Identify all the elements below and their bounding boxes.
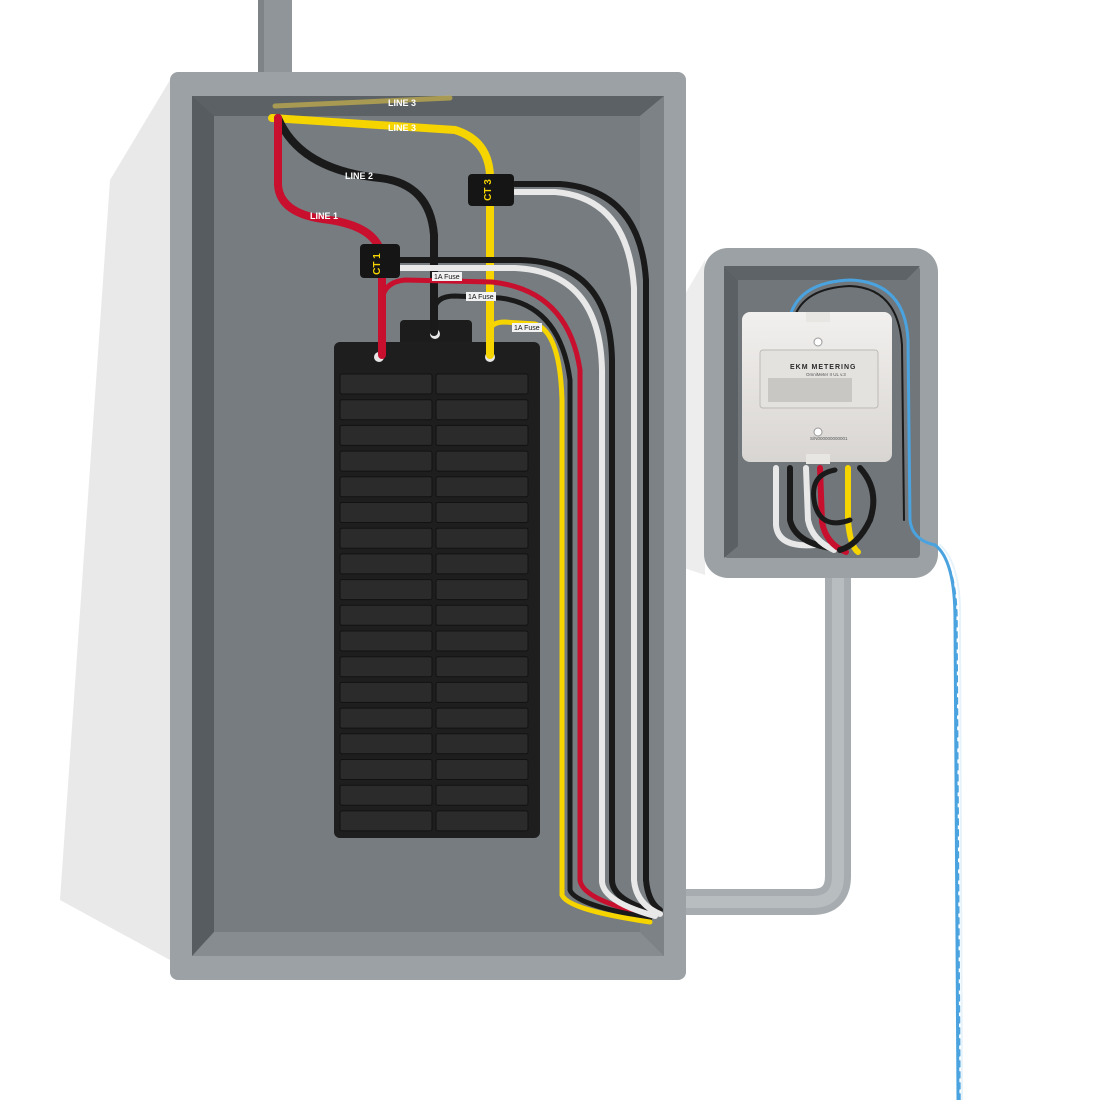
breaker-slot xyxy=(435,424,529,446)
ct-lead-wires xyxy=(397,181,663,919)
breaker-block xyxy=(334,320,540,838)
breaker-slot xyxy=(435,810,529,832)
ct-1: CT 1 xyxy=(360,244,400,278)
line1-label: LINE 1 xyxy=(310,211,338,221)
ct1-label: CT 1 xyxy=(372,253,383,275)
comm-wires-internal xyxy=(788,278,937,547)
line3-top-label: LINE 3 xyxy=(388,98,416,108)
breaker-slot xyxy=(339,399,433,421)
meter-tap-wires xyxy=(379,277,653,925)
line3-label: LINE 3 xyxy=(388,123,416,133)
breaker-slot xyxy=(435,630,529,652)
breaker-slot xyxy=(339,733,433,755)
breaker-slot xyxy=(435,373,529,395)
breaker-slot xyxy=(435,476,529,498)
breaker-slots xyxy=(339,373,529,832)
breaker-slot xyxy=(435,502,529,523)
fuse1-label: 1A Fuse xyxy=(434,274,460,281)
breaker-slot xyxy=(339,476,433,498)
breaker-slot xyxy=(339,759,433,780)
breaker-slot xyxy=(435,759,529,780)
breaker-slot xyxy=(339,373,433,395)
meter-serial: S/N000000000001 xyxy=(810,436,848,441)
breaker-slot xyxy=(339,784,433,806)
side-conduit xyxy=(682,578,851,915)
breaker-slot xyxy=(435,656,529,678)
breaker-slot xyxy=(435,681,529,703)
breaker-slot xyxy=(339,579,433,601)
wire-labels: LINE 3 LINE 3 LINE 2 LINE 1 xyxy=(310,98,416,221)
meter-top-clip xyxy=(813,337,823,347)
meter-model: OmniMeter II UL v.3 xyxy=(806,372,846,377)
breaker-slot xyxy=(435,784,529,806)
breaker-slot xyxy=(339,707,433,729)
breaker-slot xyxy=(339,604,433,626)
comm-cable-external xyxy=(933,543,963,1100)
breaker-slot xyxy=(339,450,433,472)
breaker-slot xyxy=(339,656,433,678)
fuse-tags: 1A Fuse 1A Fuse 1A Fuse xyxy=(432,272,542,332)
meter-bottom-wires xyxy=(773,465,877,555)
meter-bottom-clip xyxy=(813,427,823,437)
breaker-slot xyxy=(435,579,529,601)
breaker-slot xyxy=(339,681,433,703)
breaker-slot xyxy=(339,527,433,549)
breaker-slot xyxy=(339,810,433,832)
fuse2-label: 1A Fuse xyxy=(468,294,494,301)
breaker-slot xyxy=(435,733,529,755)
breaker-slot xyxy=(435,707,529,729)
breaker-slot xyxy=(339,424,433,446)
meter-brand: EKM METERING xyxy=(790,364,856,371)
breaker-slot xyxy=(339,502,433,523)
breaker-slot xyxy=(435,399,529,421)
breaker-slot xyxy=(339,630,433,652)
ct3-label: CT 3 xyxy=(483,179,494,201)
breaker-slot xyxy=(339,553,433,575)
meter-lcd xyxy=(768,378,852,402)
energy-meter: EKM METERING OmniMeter II UL v.3 S/N0000… xyxy=(742,312,892,464)
line2-label: LINE 2 xyxy=(345,171,373,181)
breaker-slot xyxy=(435,450,529,472)
breaker-slot xyxy=(435,604,529,626)
top-conduit xyxy=(258,0,292,78)
breaker-slot xyxy=(435,527,529,549)
ct-3: CT 3 xyxy=(468,174,514,206)
fuse3-label: 1A Fuse xyxy=(514,325,540,332)
breaker-slot xyxy=(435,553,529,575)
